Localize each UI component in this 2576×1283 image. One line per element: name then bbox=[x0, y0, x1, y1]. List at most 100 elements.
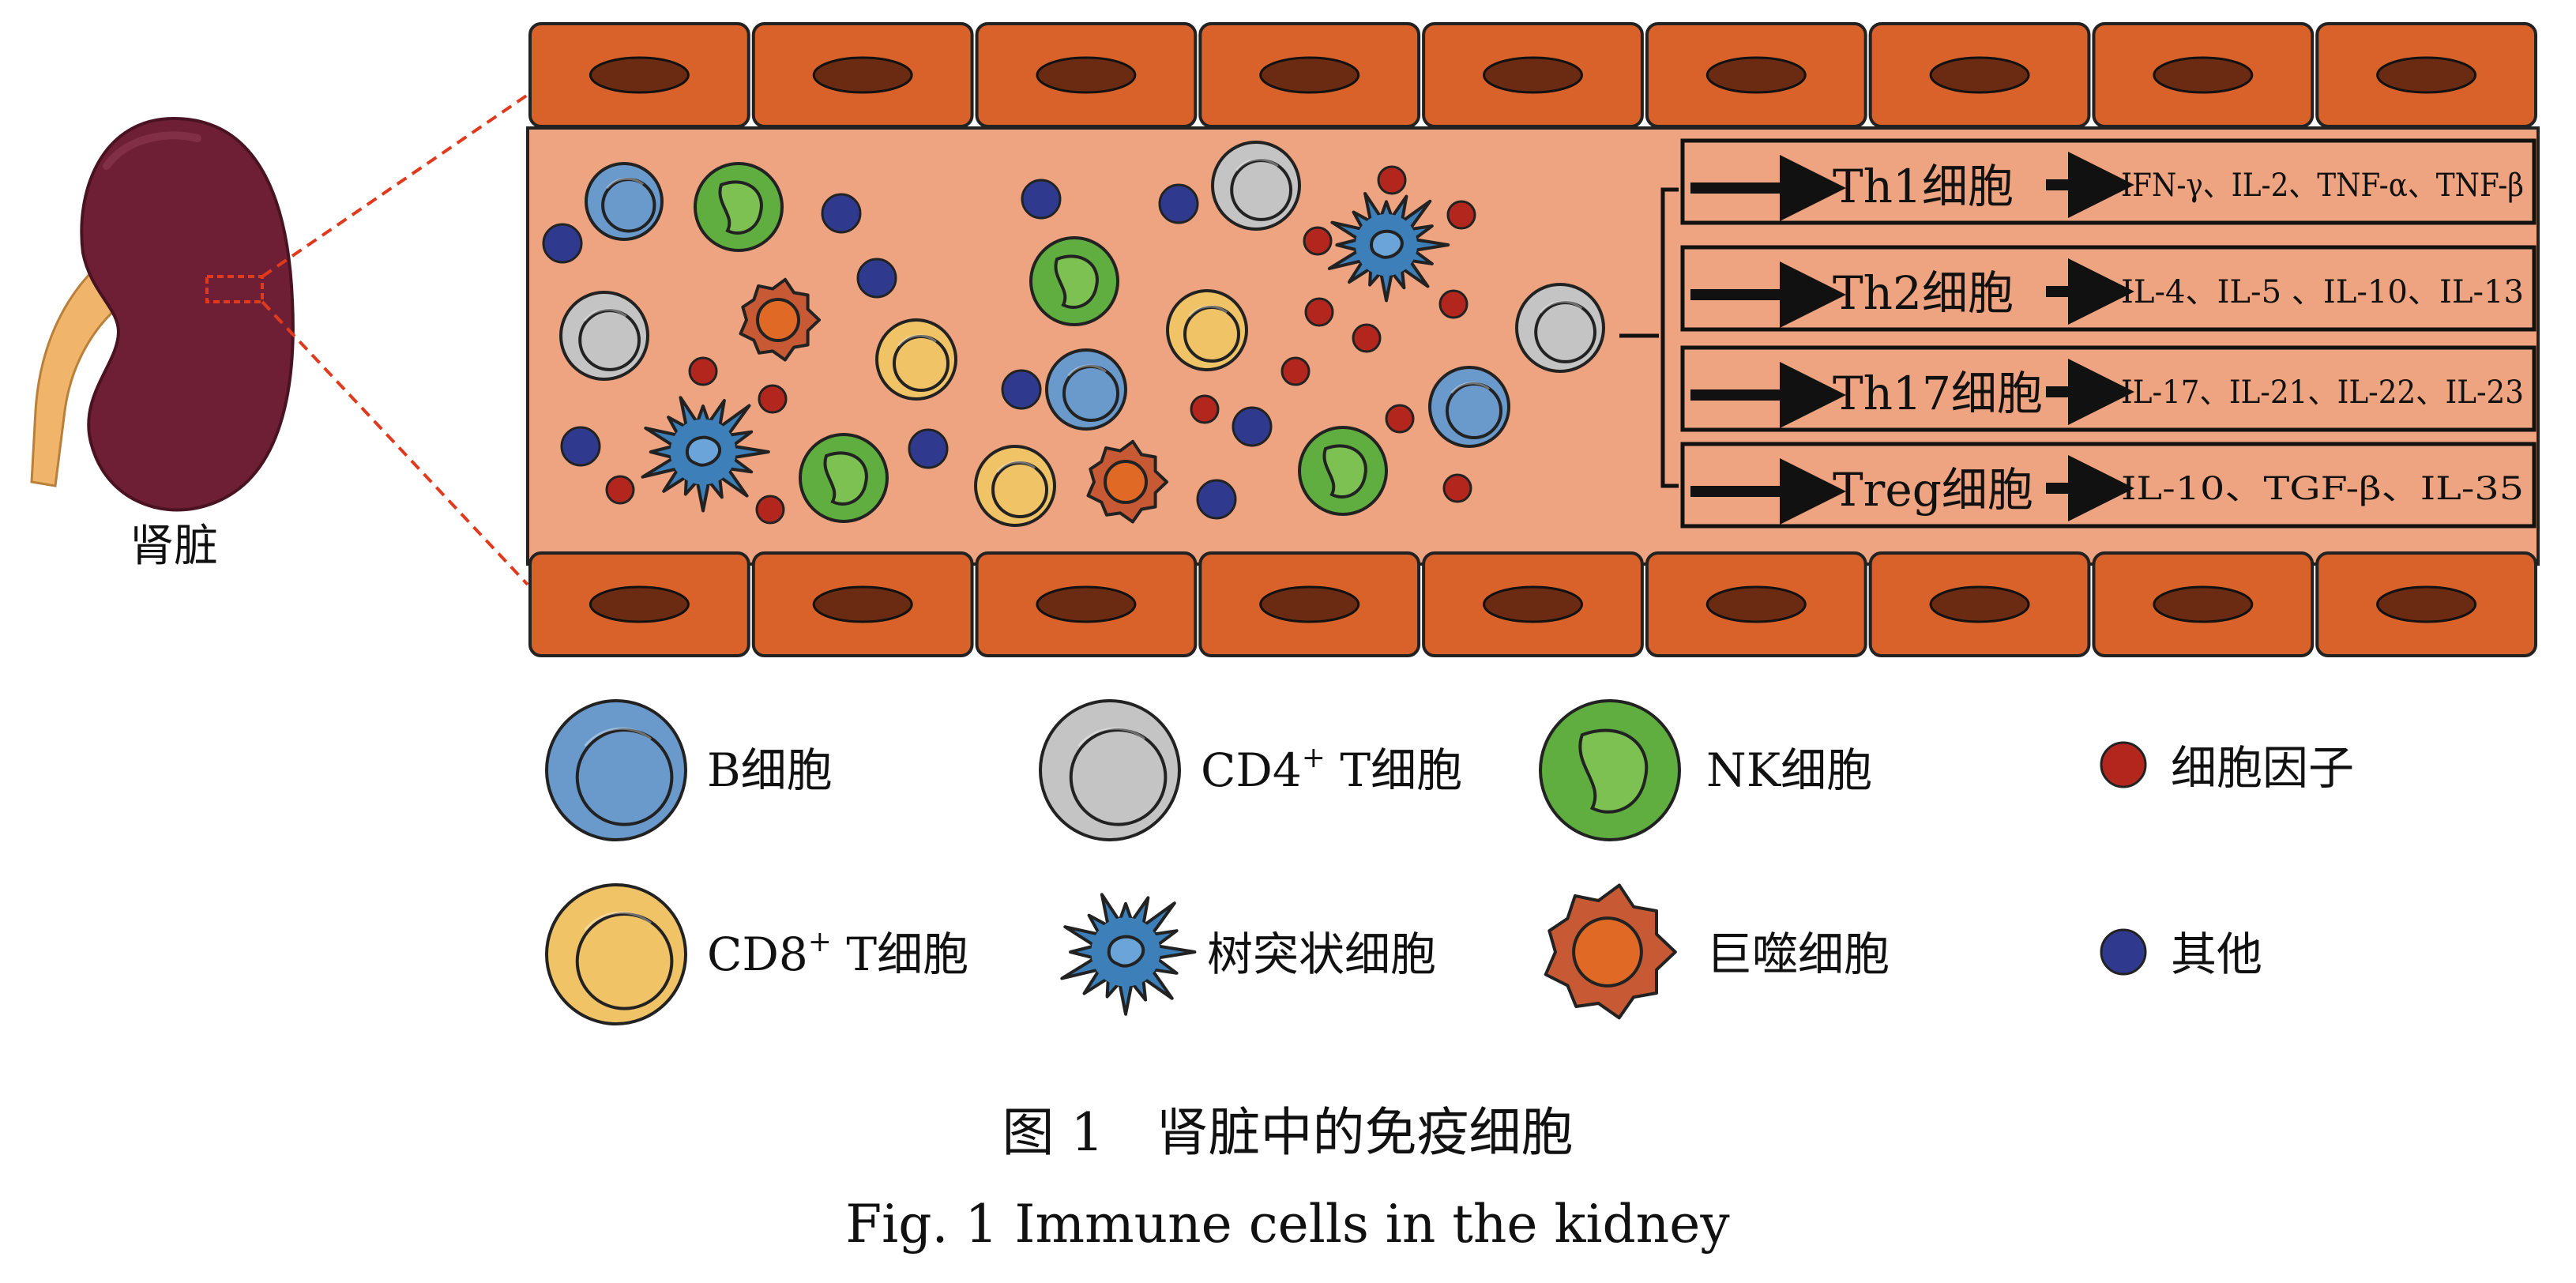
cytokine bbox=[1377, 165, 1407, 195]
cd8-t-cell bbox=[974, 445, 1056, 527]
kidney-illustration: 肾脏 bbox=[30, 116, 295, 572]
cell-nucleus bbox=[1929, 56, 2030, 94]
dendritic-cell bbox=[641, 396, 770, 513]
bracket bbox=[1660, 187, 1679, 488]
b-cell bbox=[585, 162, 664, 241]
other-cell bbox=[1196, 479, 1237, 520]
cell-nucleus bbox=[2153, 585, 2254, 623]
zoom-line-bottom bbox=[261, 300, 529, 586]
cell-nucleus bbox=[1036, 585, 1137, 623]
cell-nucleus bbox=[1705, 56, 1807, 94]
other-cell bbox=[821, 193, 862, 234]
other-cell bbox=[908, 428, 949, 469]
cytokine bbox=[605, 475, 635, 505]
other-cell bbox=[856, 258, 897, 299]
cell-nucleus bbox=[2376, 56, 2477, 94]
endothelium-top bbox=[528, 22, 2537, 128]
cytokine bbox=[1190, 394, 1220, 424]
cytokine bbox=[758, 384, 788, 414]
cytokine bbox=[1304, 297, 1334, 327]
subset-cytokines: IFN-γ、IL-2、TNF-α、TNF-β bbox=[2121, 167, 2524, 204]
legend-dendritic-label: 树突状细胞 bbox=[1207, 927, 1436, 981]
other-cell bbox=[1158, 183, 1199, 224]
legend-nk-icon bbox=[1539, 699, 1681, 841]
other-cell bbox=[560, 426, 601, 467]
subset-cytokines: IL-10、TGF-β、IL-35 bbox=[2121, 471, 2524, 507]
subset-cytokines: IL-4、IL-5 、IL-10、IL-13 bbox=[2121, 274, 2524, 310]
cell-nucleus bbox=[1483, 56, 1583, 94]
vessel-cells bbox=[542, 141, 1605, 527]
caption-zh: 图 1 肾脏中的免疫细胞 bbox=[1002, 1102, 1574, 1163]
legend-cd4-t-icon bbox=[1039, 699, 1181, 841]
legend-cytokine-label: 细胞因子 bbox=[2171, 741, 2354, 795]
legend-other-label: 其他 bbox=[2171, 927, 2262, 981]
subset-cytokines: IL-17、IL-21、IL-22、IL-23 bbox=[2121, 374, 2524, 411]
legend-cd4-t-label: CD4+ T细胞 bbox=[1201, 742, 1462, 797]
cytokine bbox=[1385, 404, 1415, 434]
cd4-t-cell bbox=[1515, 283, 1605, 373]
subset-name: Treg细胞 bbox=[1833, 463, 2033, 517]
ureter bbox=[30, 266, 129, 487]
zoom-line-top bbox=[261, 93, 529, 278]
legend-nk-label: NK细胞 bbox=[1706, 743, 1872, 797]
cell-nucleus bbox=[2376, 585, 2477, 623]
legend-cd8-t-icon bbox=[545, 883, 687, 1025]
legend-cytokine-icon bbox=[2100, 741, 2147, 788]
subset-row: Treg细胞 IL-10、TGF-β、IL-35 bbox=[1680, 442, 2537, 529]
cell-nucleus bbox=[2153, 56, 2254, 94]
nk-cell bbox=[1029, 236, 1119, 326]
legend-dendritic-icon bbox=[1060, 893, 1197, 1016]
cell-nucleus bbox=[589, 585, 690, 623]
cytokine bbox=[755, 495, 785, 525]
macrophage bbox=[1086, 439, 1168, 524]
other-cell bbox=[1232, 406, 1273, 447]
dendritic-cell bbox=[1327, 192, 1450, 303]
b-cell bbox=[1428, 366, 1510, 448]
legend-b-cell-label: B细胞 bbox=[707, 743, 833, 797]
macrophage bbox=[739, 277, 821, 362]
zoom-box bbox=[205, 275, 264, 303]
cd4-t-cell bbox=[1211, 141, 1301, 231]
other-cell bbox=[1001, 369, 1042, 410]
cell-nucleus bbox=[1259, 585, 1360, 623]
other-cell bbox=[1021, 179, 1062, 220]
cd8-t-cell bbox=[1166, 289, 1248, 371]
cell-nucleus bbox=[1483, 585, 1583, 623]
subset-name: Th2细胞 bbox=[1833, 266, 2014, 320]
b-cell bbox=[1045, 348, 1127, 431]
cell-nucleus bbox=[812, 585, 913, 623]
cytokine bbox=[1303, 226, 1333, 256]
cell-nucleus bbox=[1705, 585, 1807, 623]
endothelium-bottom bbox=[528, 551, 2537, 657]
nk-cell bbox=[799, 433, 889, 523]
cytokine bbox=[1352, 323, 1382, 353]
nk-cell bbox=[694, 162, 784, 252]
cell-nucleus bbox=[1929, 585, 2030, 623]
legend-b-cell-icon bbox=[545, 699, 687, 841]
legend-cd8-t-label: CD8+ T细胞 bbox=[707, 926, 968, 981]
subset-name: Th1细胞 bbox=[1833, 160, 2014, 213]
other-cell bbox=[542, 223, 583, 264]
legend-macrophage-label: 巨噬细胞 bbox=[1706, 927, 1890, 981]
subset-name: Th17细胞 bbox=[1833, 367, 2043, 420]
legend-other-icon bbox=[2100, 928, 2147, 976]
subset-row: Th1细胞 IFN-γ、IL-2、TNF-α、TNF-β bbox=[1680, 138, 2537, 225]
cd4-t-cell bbox=[559, 291, 649, 381]
nk-cell bbox=[1298, 426, 1388, 516]
cytokine bbox=[688, 356, 718, 386]
cell-nucleus bbox=[589, 56, 690, 94]
cell-nucleus bbox=[1259, 56, 1360, 94]
cytokine bbox=[1446, 200, 1476, 230]
cytokine bbox=[1442, 473, 1472, 503]
cd8-t-cell bbox=[875, 318, 957, 401]
subset-row: Th17细胞 IL-17、IL-21、IL-22、IL-23 bbox=[1680, 345, 2537, 432]
kidney-label: 肾脏 bbox=[130, 521, 218, 572]
legend: B细胞 CD4+ T细胞 NK细胞 细胞因子 CD8+ T细胞 树突状细胞 巨噬细胞 其他 bbox=[545, 699, 2354, 1025]
cytokine bbox=[1438, 289, 1469, 319]
cell-nucleus bbox=[1036, 56, 1137, 94]
cytokine bbox=[1280, 356, 1311, 386]
subset-row: Th2细胞 IL-4、IL-5 、IL-10、IL-13 bbox=[1680, 245, 2537, 332]
kidney-shape bbox=[80, 116, 295, 512]
